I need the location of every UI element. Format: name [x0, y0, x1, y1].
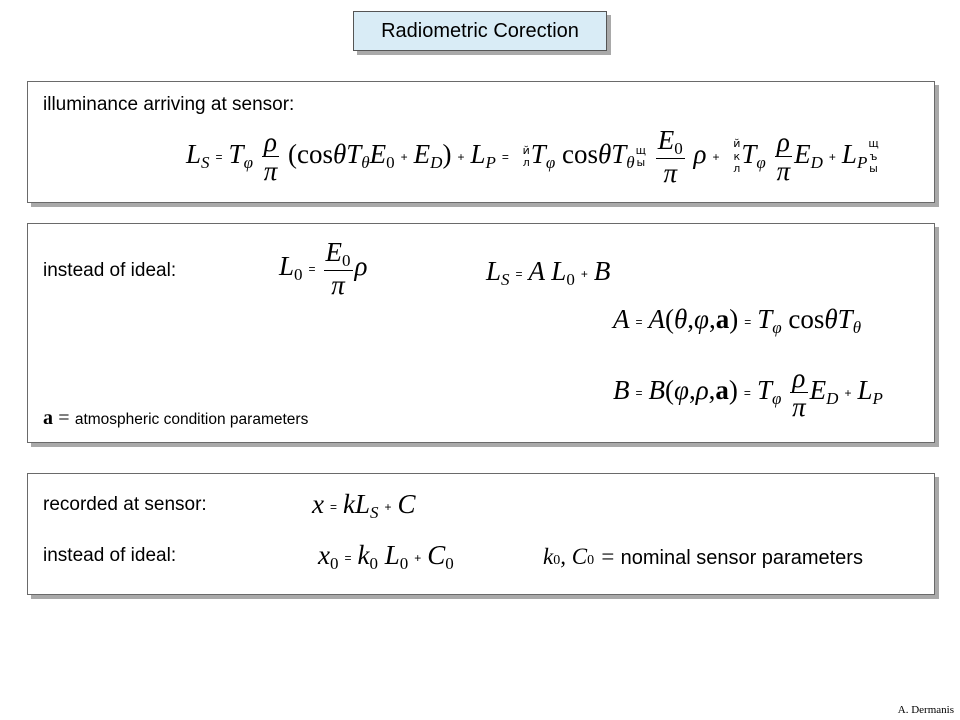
ideal-sensor-equation: x0=k0 L0+C0	[318, 540, 454, 573]
note-text: atmospheric condition parameters	[74, 411, 309, 428]
atmospheric-note: a = atmospheric condition parameters	[43, 407, 308, 430]
recorded-equation: x=kLS+C	[312, 489, 416, 522]
note-equals: =	[58, 407, 70, 429]
illuminance-label: illuminance arriving at sensor:	[43, 94, 295, 115]
nominal-parameters-note: k0, C0 = nominal sensor parameters	[543, 544, 863, 569]
a-coefficient-equation: A=A(θ,φ,a)=Tφ cosθTθ	[613, 304, 862, 337]
ideal-label: instead of ideal:	[43, 260, 177, 281]
panel-sensor: recorded at sensor: x=kLS+C instead of i…	[27, 473, 935, 595]
note-symbol: a	[43, 407, 53, 429]
nominal-note-text: nominal sensor parameters	[620, 547, 863, 569]
linear-model-equation: LS=A L0+B	[486, 256, 611, 289]
ideal-sensor-label: instead of ideal:	[43, 545, 177, 566]
slide-title: Radiometric Corection	[381, 20, 579, 42]
author-credit: A. Dermanis	[897, 704, 954, 716]
recorded-label: recorded at sensor:	[43, 494, 207, 515]
title-box: Radiometric Corection	[353, 11, 607, 51]
